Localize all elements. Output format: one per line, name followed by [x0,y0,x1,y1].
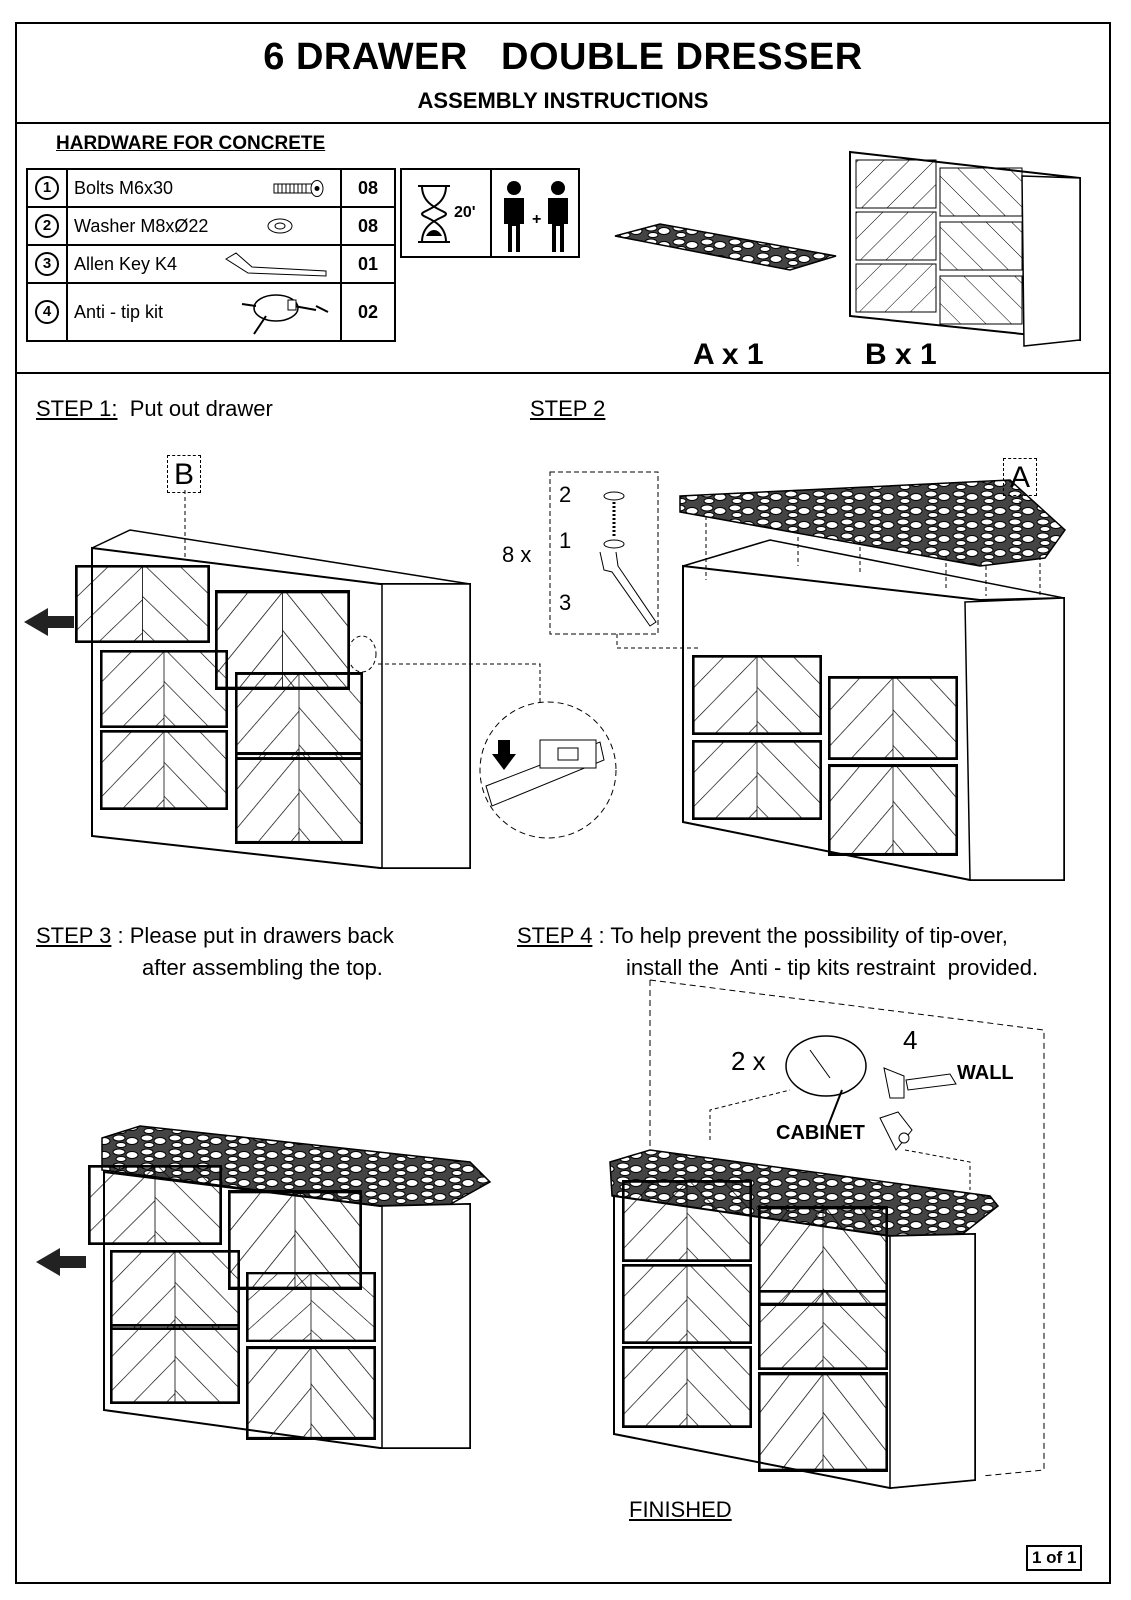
step3-text: : Please put in drawers back [111,923,394,948]
step2-multiplier: 8 x [502,542,532,567]
callout-3: 3 [559,590,572,615]
assembly-info-box: 20' + [400,168,580,258]
step2-illustration [549,471,1066,881]
cabinet-label: CABINET [776,1122,865,1144]
hardware-row: 2 Washer M8xØ22 08 [26,206,396,246]
page-number: 1 of 1 [1026,1545,1083,1571]
step4-text: : To help prevent the possibility of tip… [592,923,1008,948]
part-b-label: B x 1 [865,338,937,371]
finished-label: FINISHED [629,1497,732,1522]
step1-text: Put out drawer [117,396,273,421]
step3-illustration [36,1125,492,1449]
part-b-illustration [849,150,1081,347]
anti-tip-kit-icon [241,294,329,335]
step4-label: STEP 4 [517,923,593,948]
callout-4: 4 [903,1025,918,1055]
item-name: Washer M8xØ22 [74,215,209,236]
item-number: 3 [35,252,59,276]
wall-label: WALL [957,1062,1014,1084]
hardware-row: 1 Bolts M6x30 08 [26,168,396,208]
step1-label: STEP 1: [36,396,118,421]
item-name: Bolts M6x30 [74,177,174,198]
item-qty: 08 [340,168,396,208]
page-subtitle: ASSEMBLY INSTRUCTIONS [417,88,709,113]
washer-icon [267,218,293,234]
item-qty: 02 [340,282,396,342]
step4-heading: STEP 4 : To help prevent the possibility… [517,923,1008,949]
item-name: Anti - tip kit [74,301,164,322]
item-number: 1 [35,176,59,200]
assembly-time: 20' [454,204,476,221]
step2-part-tag: A [1003,458,1037,496]
step3-heading: STEP 3 : Please put in drawers back [36,923,394,949]
step4-text-line2: install the Anti - tip kits restraint pr… [626,955,1039,980]
step1-illustration [24,490,617,869]
item-qty: 01 [340,244,396,284]
step4-multiplier: 2 x [731,1046,766,1076]
two-people-icon: + [504,181,568,252]
bolt-icon [273,180,324,197]
hardware-row: 4 Anti - tip kit 02 [26,282,396,342]
step4-illustration [609,979,1045,1490]
step2-heading: STEP 2 [530,396,605,422]
item-name: Allen Key K4 [74,253,178,274]
hardware-divider [15,372,1111,374]
part-a-label: A x 1 [693,338,764,371]
step3-text-line2: after assembling the top. [142,955,383,980]
step2-label: STEP 2 [530,396,606,421]
step3-label: STEP 3 [36,923,112,948]
callout-1: 1 [559,528,572,553]
item-number: 2 [35,214,59,238]
item-number: 4 [35,300,59,324]
hardware-row: 3 Allen Key K4 01 [26,244,396,284]
page-frame [15,22,1111,1584]
page-title: 6 DRAWER DOUBLE DRESSER [263,36,863,78]
header-divider [15,122,1111,124]
step1-heading: STEP 1: Put out drawer [36,396,273,422]
item-qty: 08 [340,206,396,246]
callout-2: 2 [559,482,572,507]
hourglass-icon [418,185,450,243]
allen-key-icon [225,252,327,277]
svg-text:+: + [532,211,541,228]
hardware-heading: HARDWARE FOR CONCRETE [56,133,326,154]
hardware-table: 1 Bolts M6x30 08 2 Washer M8xØ22 08 3 Al… [26,168,396,342]
step1-part-tag: B [167,455,201,493]
part-a-illustration [614,223,837,271]
